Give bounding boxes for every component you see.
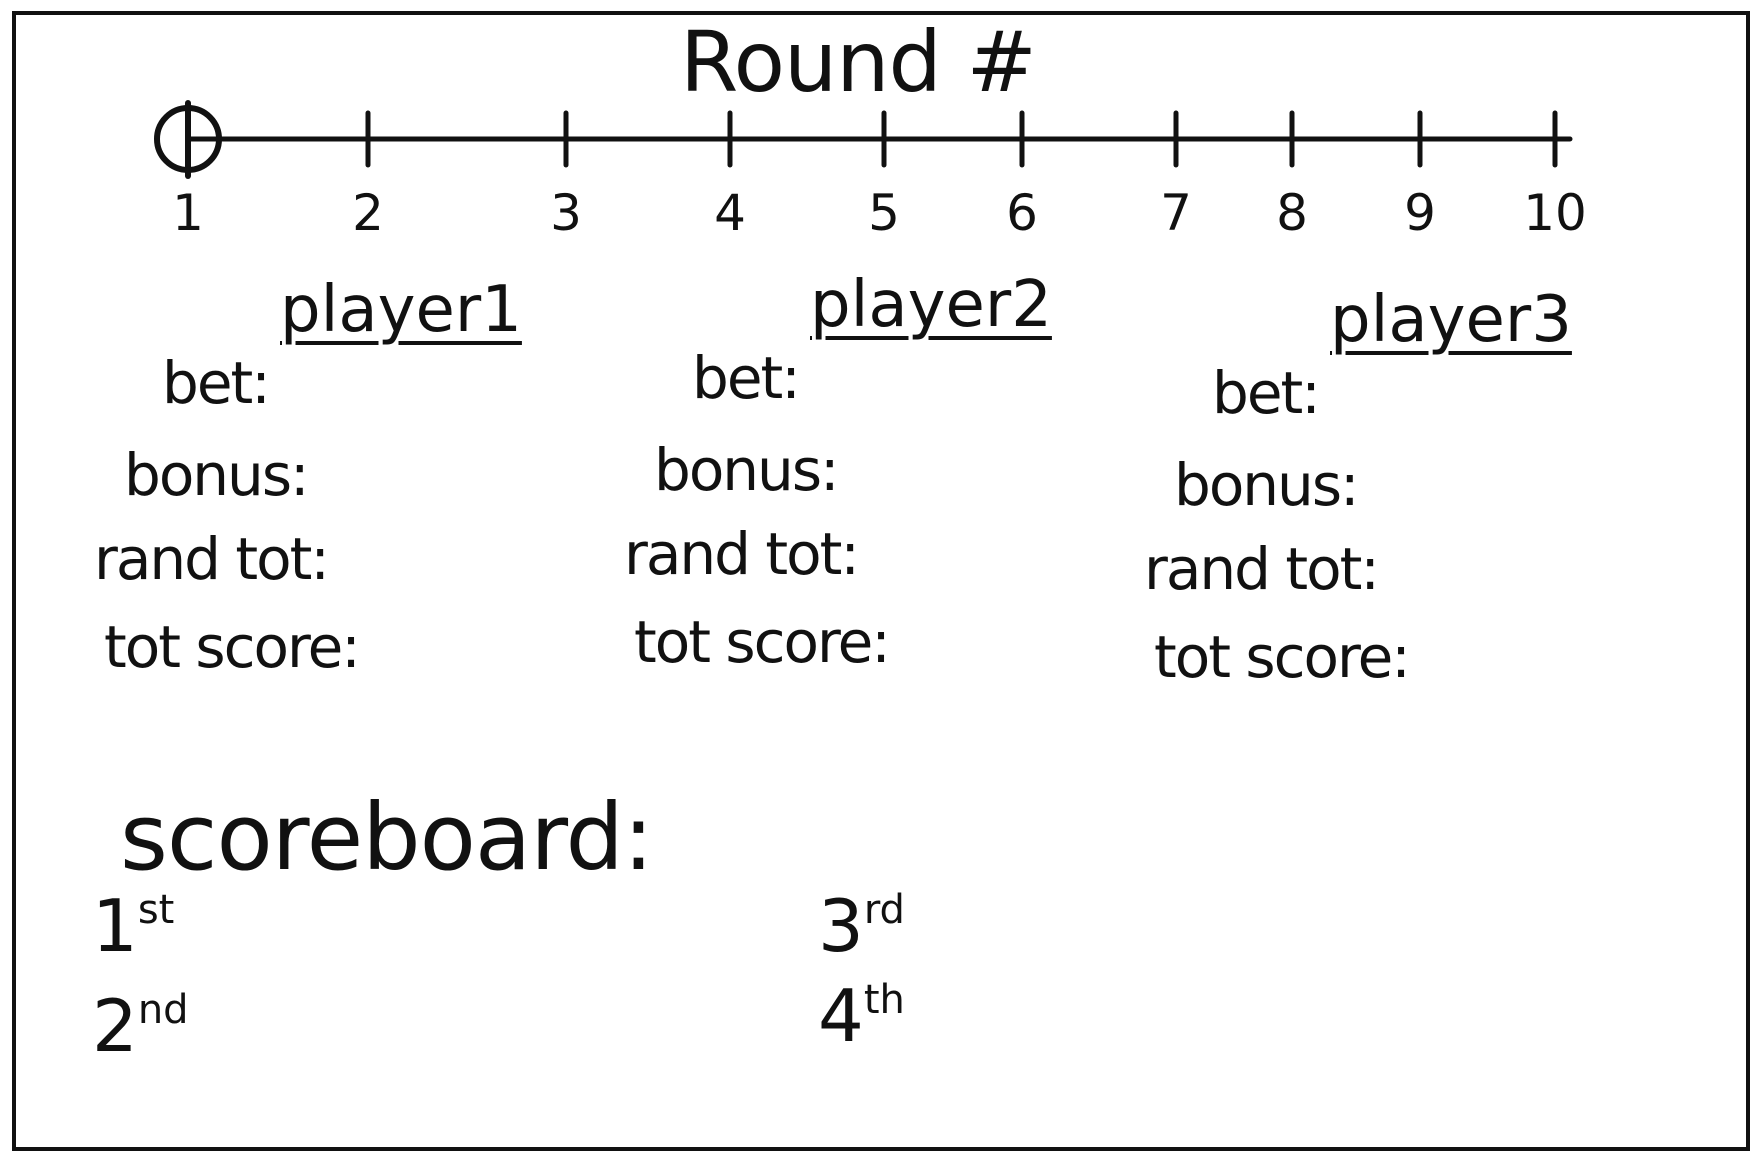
round-tick-label[interactable]: 5 (868, 184, 900, 242)
round-total-label: rand tot: (1144, 535, 1380, 603)
timeline-ticks (365, 110, 1558, 168)
place-suffix: nd (137, 987, 189, 1033)
round-timeline[interactable] (0, 0, 1757, 260)
scoreboard-title: scoreboard: (120, 784, 654, 891)
bonus-label: bonus: (654, 436, 840, 504)
place-suffix: rd (863, 887, 905, 933)
scoreboard-place-1: 1st (92, 890, 174, 962)
round-tick-label[interactable]: 3 (550, 184, 582, 242)
round-total-label: rand tot: (94, 525, 330, 593)
place-suffix: th (863, 977, 905, 1023)
scoreboard-place-4: 4th (818, 980, 905, 1052)
place-number: 4 (818, 974, 864, 1058)
scoreboard-place-3: 3rd (818, 890, 905, 962)
player-name: player1 (280, 273, 522, 347)
round-tick-label[interactable]: 4 (714, 184, 746, 242)
player-name: player2 (810, 268, 1052, 342)
round-tick-label[interactable]: 10 (1523, 184, 1587, 242)
round-tick-label[interactable]: 2 (352, 184, 384, 242)
bonus-label: bonus: (1174, 451, 1360, 519)
place-suffix: st (137, 887, 175, 933)
round-tick-label[interactable]: 9 (1404, 184, 1436, 242)
place-number: 1 (92, 884, 138, 968)
player-card-2: player2 bet: bonus: rand tot: tot score: (610, 265, 1070, 725)
round-tick-label[interactable]: 8 (1276, 184, 1308, 242)
total-score-label: tot score: (634, 608, 891, 676)
round-title: Round # (680, 13, 1037, 111)
total-score-label: tot score: (104, 613, 361, 681)
wireframe-border (12, 11, 1750, 1151)
bet-label: bet: (692, 344, 801, 412)
bet-label: bet: (1212, 359, 1321, 427)
bet-label: bet: (162, 349, 271, 417)
place-number: 2 (92, 984, 138, 1068)
bonus-label: bonus: (124, 441, 310, 509)
round-tick-label[interactable]: 1 (172, 184, 204, 242)
player-name: player3 (1330, 283, 1572, 357)
place-number: 3 (818, 884, 864, 968)
player-card-3: player3 bet: bonus: rand tot: tot score: (1130, 280, 1590, 740)
round-tick-label[interactable]: 6 (1006, 184, 1038, 242)
player-card-1: player1 bet: bonus: rand tot: tot score: (80, 270, 540, 730)
total-score-label: tot score: (1154, 623, 1411, 691)
scoreboard-place-2: 2nd (92, 990, 189, 1062)
round-tick-label[interactable]: 7 (1160, 184, 1192, 242)
round-total-label: rand tot: (624, 520, 860, 588)
